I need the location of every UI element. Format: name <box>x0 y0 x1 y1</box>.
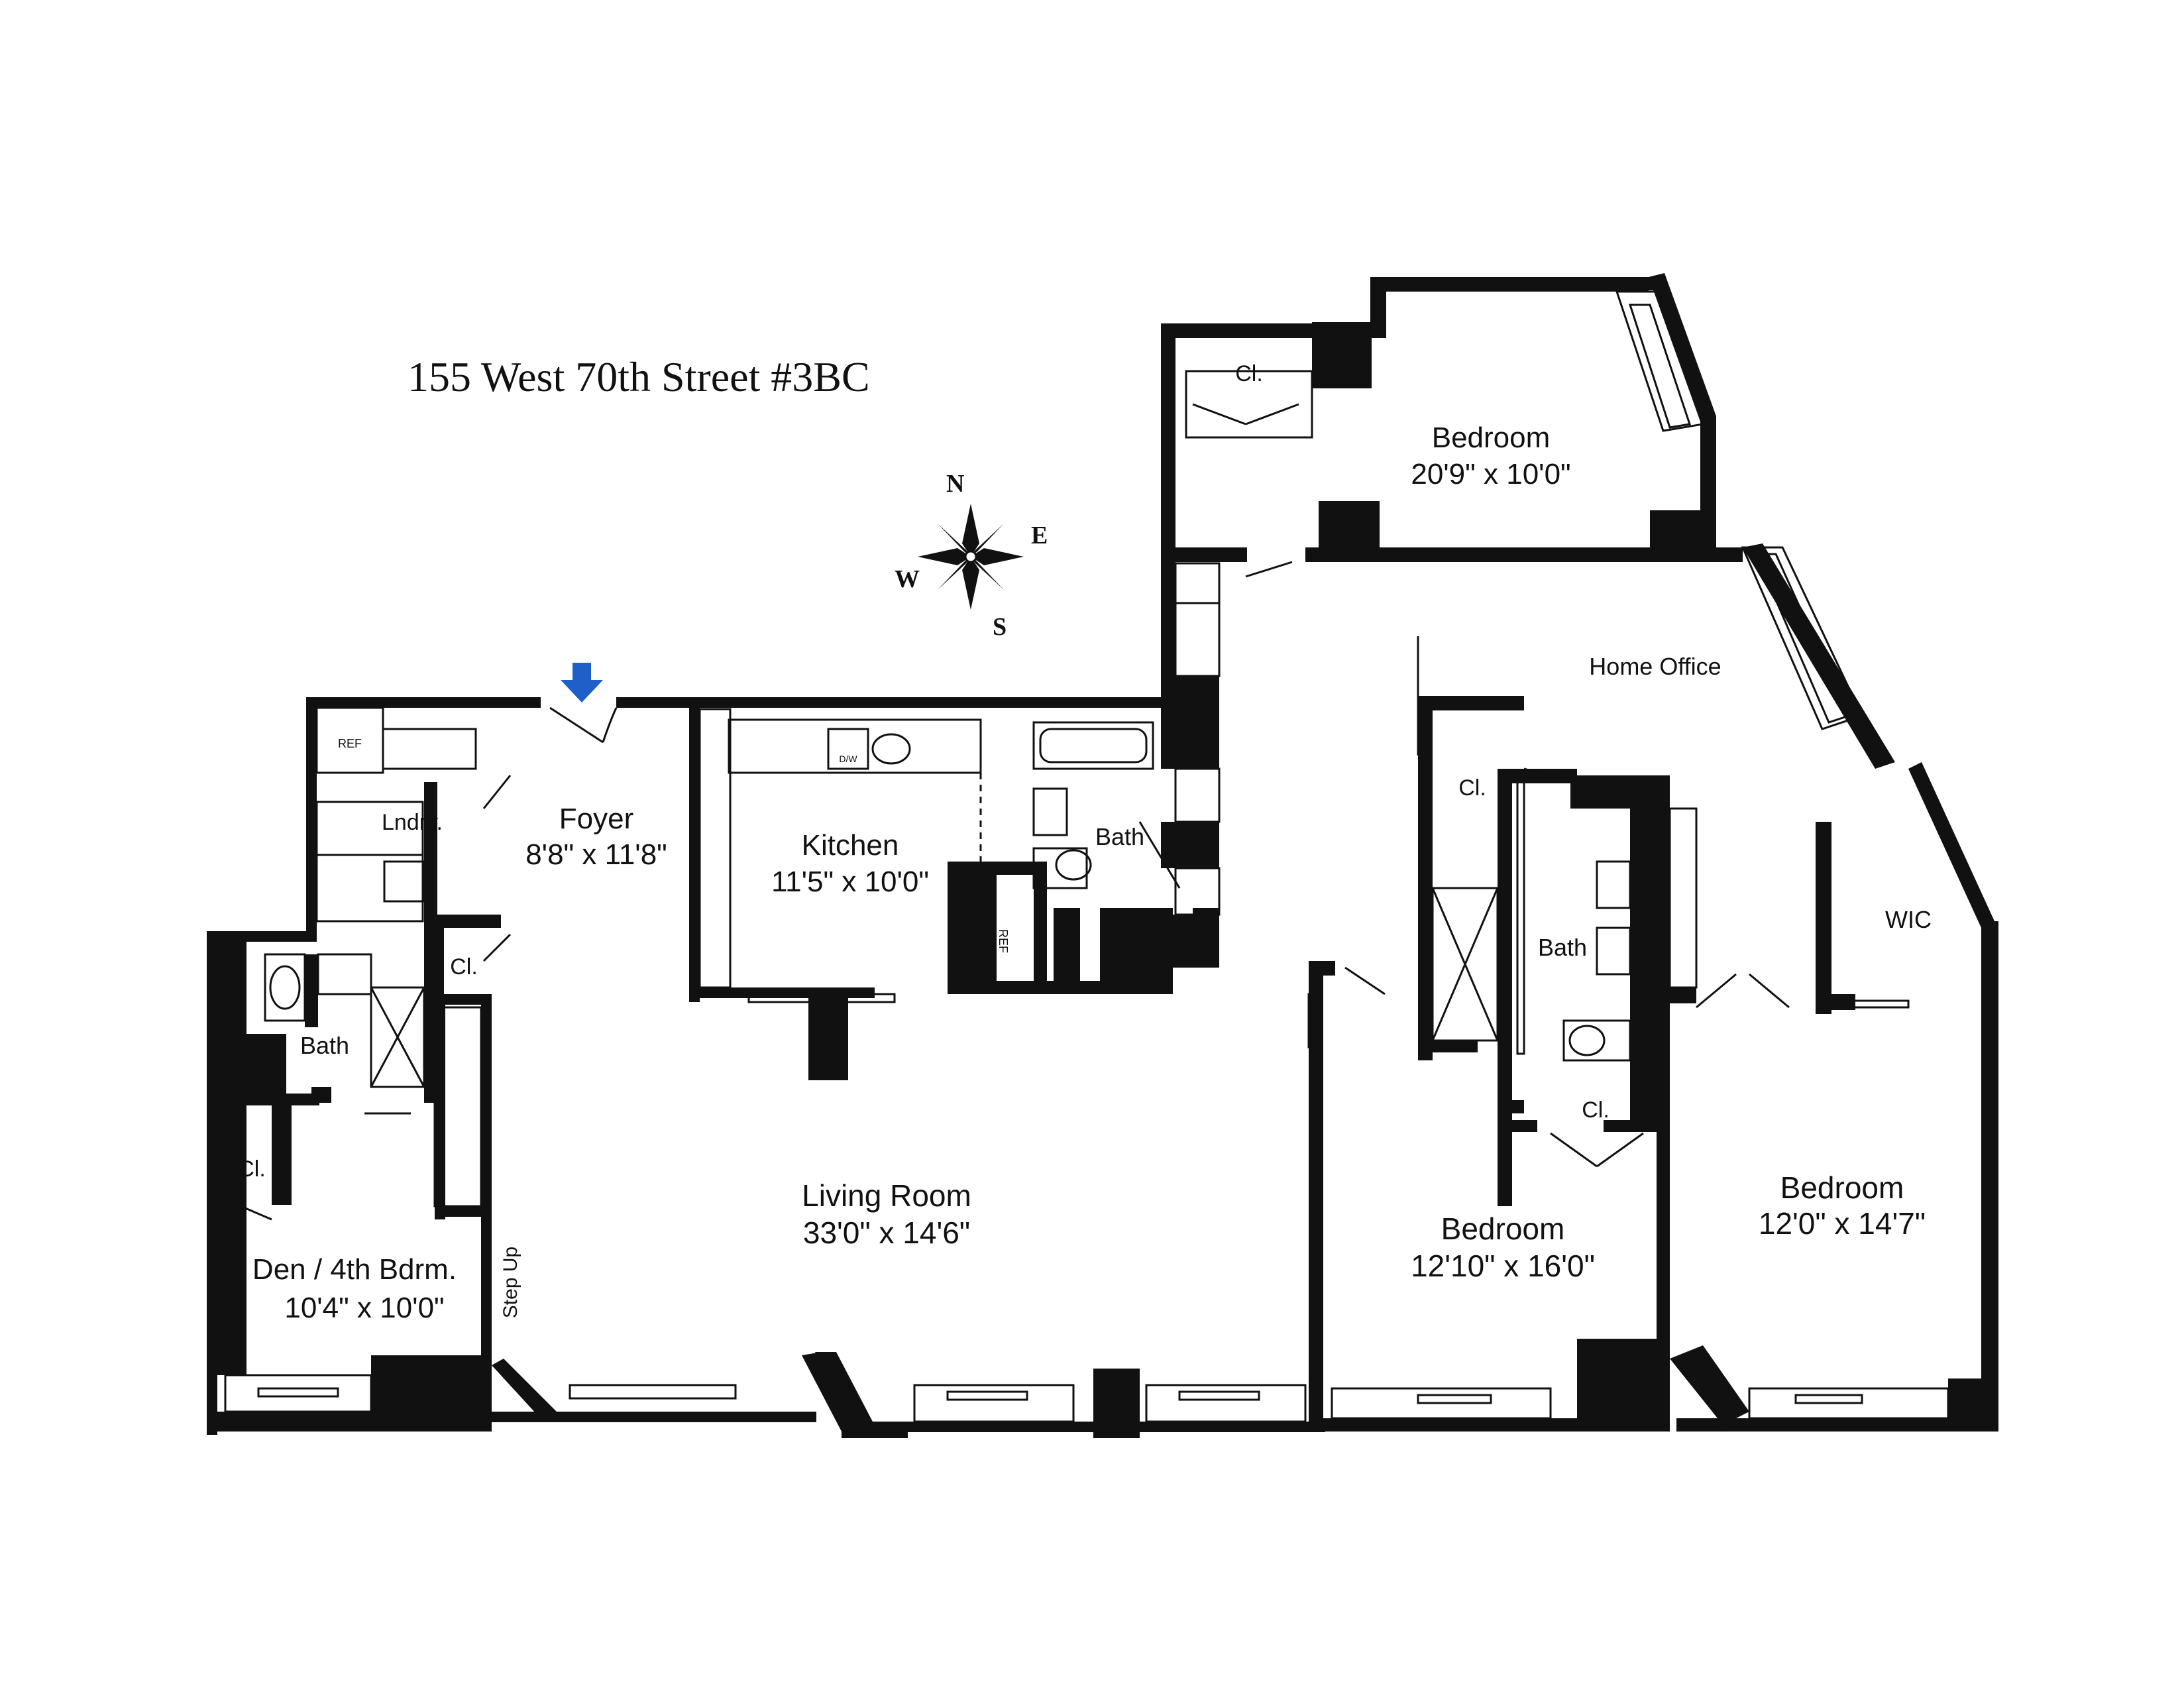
den-bath-label: Bath <box>300 1032 349 1059</box>
laundry-label: Lndry. <box>382 810 443 835</box>
laundry-ref-label: REF <box>338 737 362 750</box>
walls <box>207 273 1998 1438</box>
wic-label: WIC <box>1885 906 1932 933</box>
bedroom-north-name: Bedroom <box>1432 422 1551 454</box>
doors <box>225 403 1790 1221</box>
kitchen-ref-label: REF <box>997 929 1010 953</box>
plan-title: 155 West 70th Street #3BC <box>408 353 870 400</box>
middle-bath-label: Bath <box>1538 934 1587 961</box>
bedroom-middle-name: Bedroom <box>1441 1211 1565 1246</box>
room-labels: Bedroom 20'9" x 10'0" Home Office Foyer … <box>238 361 1932 1324</box>
bath-closet-label: Cl. <box>1458 775 1486 801</box>
living-room-dims: 33'0" x 14'6" <box>803 1215 970 1250</box>
north-closet-label: Cl. <box>1235 361 1263 386</box>
entry-arrow-icon <box>561 663 603 702</box>
den-name: Den / 4th Bdrm. <box>252 1253 457 1286</box>
kitchen-dims: 11'5" x 10'0" <box>771 866 929 898</box>
foyer-name: Foyer <box>559 803 633 835</box>
compass-north: N <box>946 470 964 498</box>
fixtures <box>224 290 1949 1423</box>
den-closet-label: Cl. <box>238 1156 266 1182</box>
bedroom-east-dims: 12'0" x 14'7" <box>1759 1206 1926 1241</box>
kitchen-name: Kitchen <box>802 829 899 862</box>
compass-west: W <box>895 565 920 593</box>
compass-east: E <box>1031 522 1048 549</box>
living-room-name: Living Room <box>802 1178 971 1213</box>
kitchen-bath-label: Bath <box>1095 823 1144 850</box>
bedroom-middle-dims: 12'10" x 16'0" <box>1411 1249 1595 1283</box>
foyer-closet-label: Cl. <box>450 954 478 980</box>
bedroom-closet-label: Cl. <box>1582 1097 1610 1123</box>
step-up-label: Step Up <box>500 1247 521 1318</box>
bedroom-east-name: Bedroom <box>1780 1170 1904 1205</box>
compass-rose-icon <box>918 504 1024 610</box>
foyer-dims: 8'8" x 11'8" <box>525 838 667 871</box>
den-dims: 10'4" x 10'0" <box>284 1292 444 1324</box>
compass-south: S <box>993 613 1007 641</box>
bedroom-north-dims: 20'9" x 10'0" <box>1411 458 1570 490</box>
dishwasher-label: D/W <box>839 754 857 764</box>
home-office-name: Home Office <box>1589 653 1721 680</box>
